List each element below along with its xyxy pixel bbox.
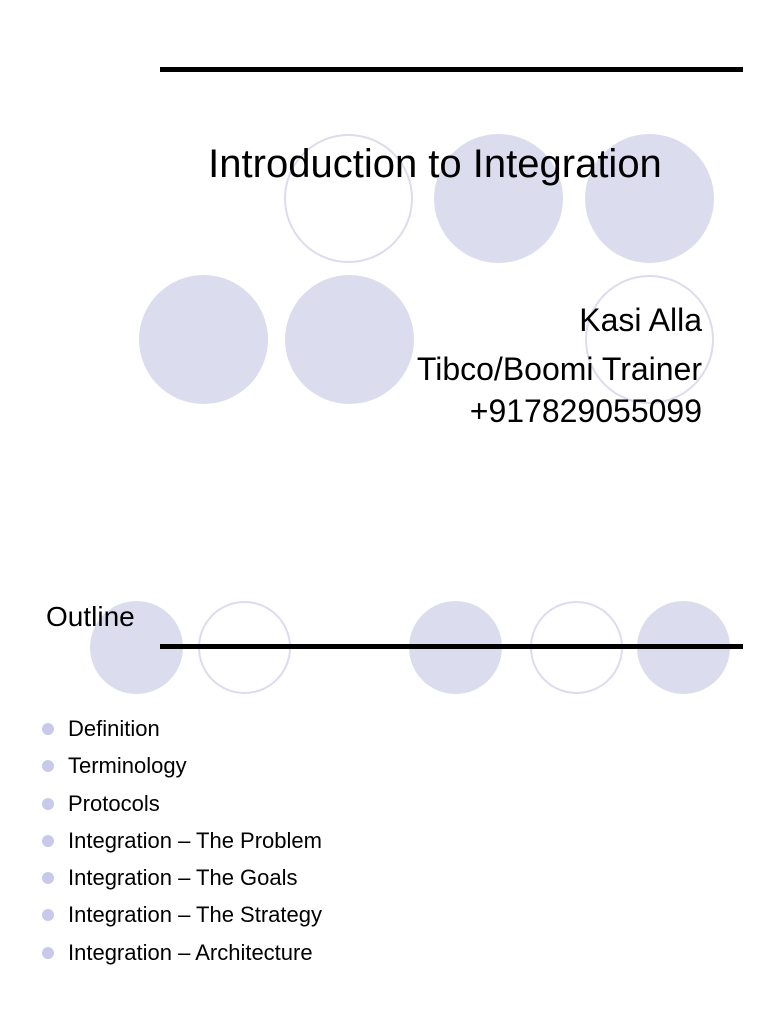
bullet-dot-icon — [42, 797, 54, 810]
bullet-dot-icon — [42, 760, 54, 773]
bullet-text: Definition — [68, 716, 160, 741]
title-rule — [160, 67, 743, 72]
outline-slide: Outline Definition Terminology Protocols… — [0, 512, 768, 1024]
bullet-text: Integration – The Goals — [68, 865, 298, 891]
decor-circle — [585, 134, 714, 263]
slide-title: Outline — [46, 601, 135, 632]
decor-circle — [139, 275, 268, 404]
bullet-dot-icon — [42, 872, 54, 885]
bullet-text: Terminology — [68, 753, 187, 779]
presenter-phone: +917829055099 — [469, 393, 702, 429]
slide-title: Introduction to Integration — [208, 142, 662, 186]
bullet-dot-icon — [42, 834, 54, 847]
decor-circle — [434, 134, 563, 263]
presenter-name: Kasi Alla — [579, 302, 702, 338]
decor-circle — [284, 134, 413, 263]
decor-circle — [285, 275, 414, 404]
presenter-role: Tibco/Boomi Trainer — [416, 351, 702, 387]
bullet-text: Integration – Architecture — [68, 939, 313, 965]
bullet-text: Integration – The Problem — [68, 827, 322, 853]
bullet-dot-icon — [42, 723, 54, 735]
bullet-text: Protocols — [68, 790, 160, 816]
outline-rule — [160, 644, 743, 649]
title-slide: Introduction to Integration Kasi Alla Ti… — [139, 67, 743, 429]
bullet-dot-icon — [42, 909, 54, 922]
bullet-text: Integration – The Strategy — [68, 902, 322, 928]
bullet-dot-icon — [42, 946, 54, 959]
decor-circle — [585, 275, 714, 404]
